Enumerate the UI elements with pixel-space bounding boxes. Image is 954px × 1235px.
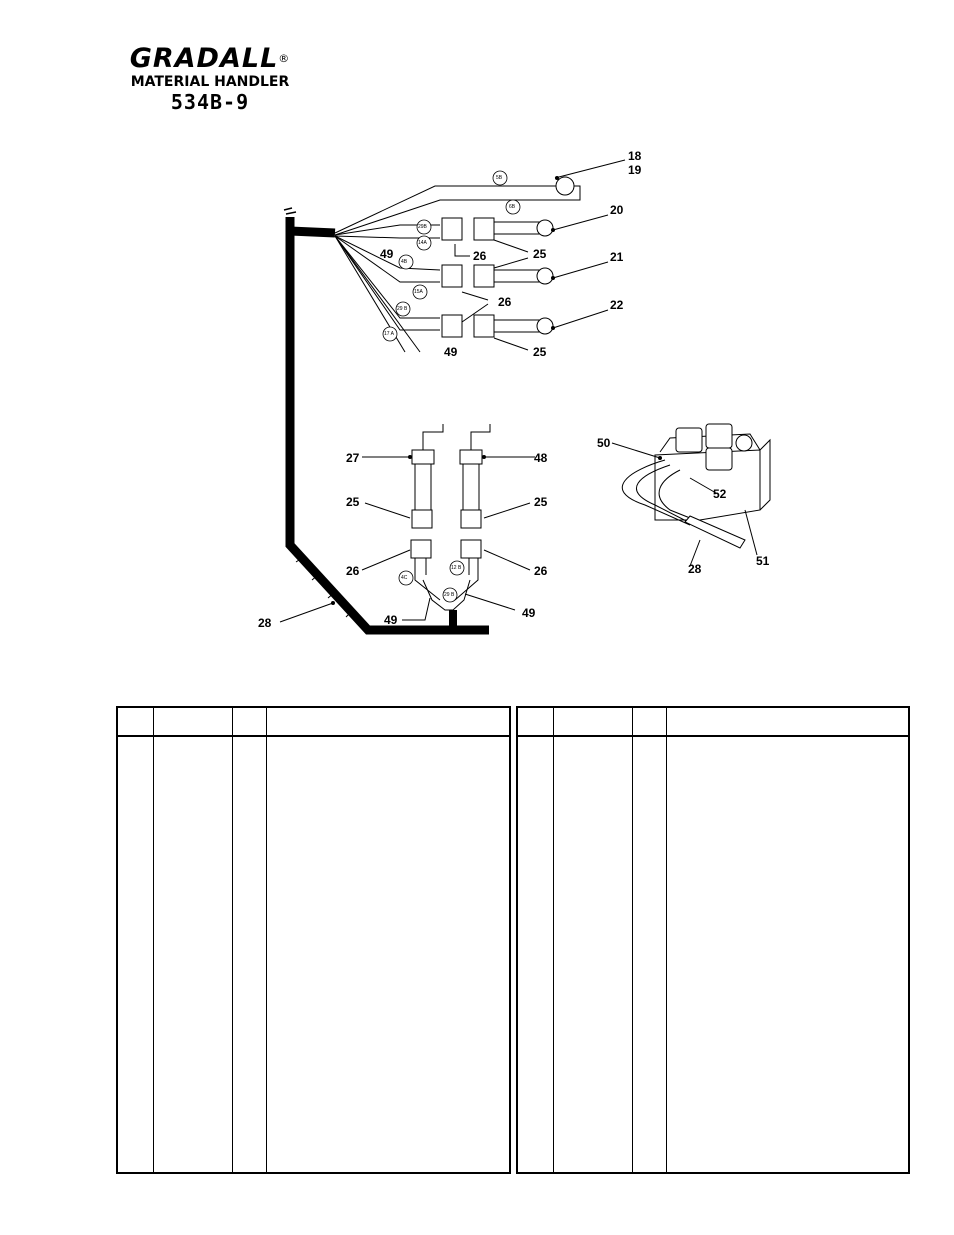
column-divider [666, 708, 667, 1172]
callout-51: 51 [756, 554, 770, 568]
callout-19: 19 [628, 163, 642, 177]
wire-tag-4c: 4C [401, 575, 408, 581]
callout-25-lower-left: 25 [346, 495, 360, 509]
callout-26-row1: 26 [473, 249, 487, 263]
callout-20: 20 [610, 203, 624, 217]
callout-28-valve: 28 [688, 562, 702, 576]
wire-tag-17a: 17 A [384, 331, 395, 337]
callout-50: 50 [597, 436, 611, 450]
callout-22: 22 [610, 298, 624, 312]
wire-tag-15a: 15A [414, 289, 423, 295]
parts-table-left [116, 706, 511, 1174]
wire-tag-5b: 5B [496, 175, 503, 181]
column-divider [632, 708, 633, 1172]
brand-name: GRADALL® [129, 43, 291, 74]
callout-49-lower-right: 49 [522, 606, 536, 620]
registered-mark: ® [278, 52, 291, 65]
callout-25-row1: 25 [533, 247, 547, 261]
callout-27: 27 [346, 451, 360, 465]
wire-tag-6b: 6B [509, 204, 516, 210]
column-divider [553, 708, 554, 1172]
callout-49-mid: 49 [444, 345, 458, 359]
wire-tag-29b-3: 29 B [444, 592, 455, 598]
column-divider [232, 708, 233, 1172]
wire-tag-29b: 29B [418, 224, 427, 230]
callout-28-harness: 28 [258, 616, 272, 630]
callout-25-lower-right: 25 [534, 495, 548, 509]
product-title: MATERIAL HANDLER [130, 74, 290, 90]
callout-49-top: 49 [380, 247, 394, 261]
main-harness [285, 217, 489, 635]
callout-21: 21 [610, 250, 624, 264]
wire-tag-29b-2: 29 B [397, 306, 408, 312]
callout-18: 18 [628, 149, 642, 163]
column-divider [153, 708, 154, 1172]
callout-26-row2: 26 [498, 295, 512, 309]
parts-table-right [516, 706, 910, 1174]
wire-tag-4b: 4B [401, 259, 408, 265]
wire-tag-14a: 14A [418, 240, 427, 246]
callout-48: 48 [534, 451, 548, 465]
callout-26-lower-right: 26 [534, 564, 548, 578]
callout-26-lower-left: 26 [346, 564, 360, 578]
brand-logo: GRADALL® MATERIAL HANDLER 534B-9 [110, 43, 310, 115]
table-header [118, 708, 509, 737]
table-header [518, 708, 908, 737]
wiring-diagram [279, 159, 771, 635]
model-number: 534B-9 [170, 90, 250, 114]
callout-25-row3: 25 [533, 345, 547, 359]
callout-49-lower-left: 49 [384, 613, 398, 627]
column-divider [266, 708, 267, 1172]
wire-tag-12b: 12 B [451, 565, 462, 571]
callout-52: 52 [713, 487, 727, 501]
